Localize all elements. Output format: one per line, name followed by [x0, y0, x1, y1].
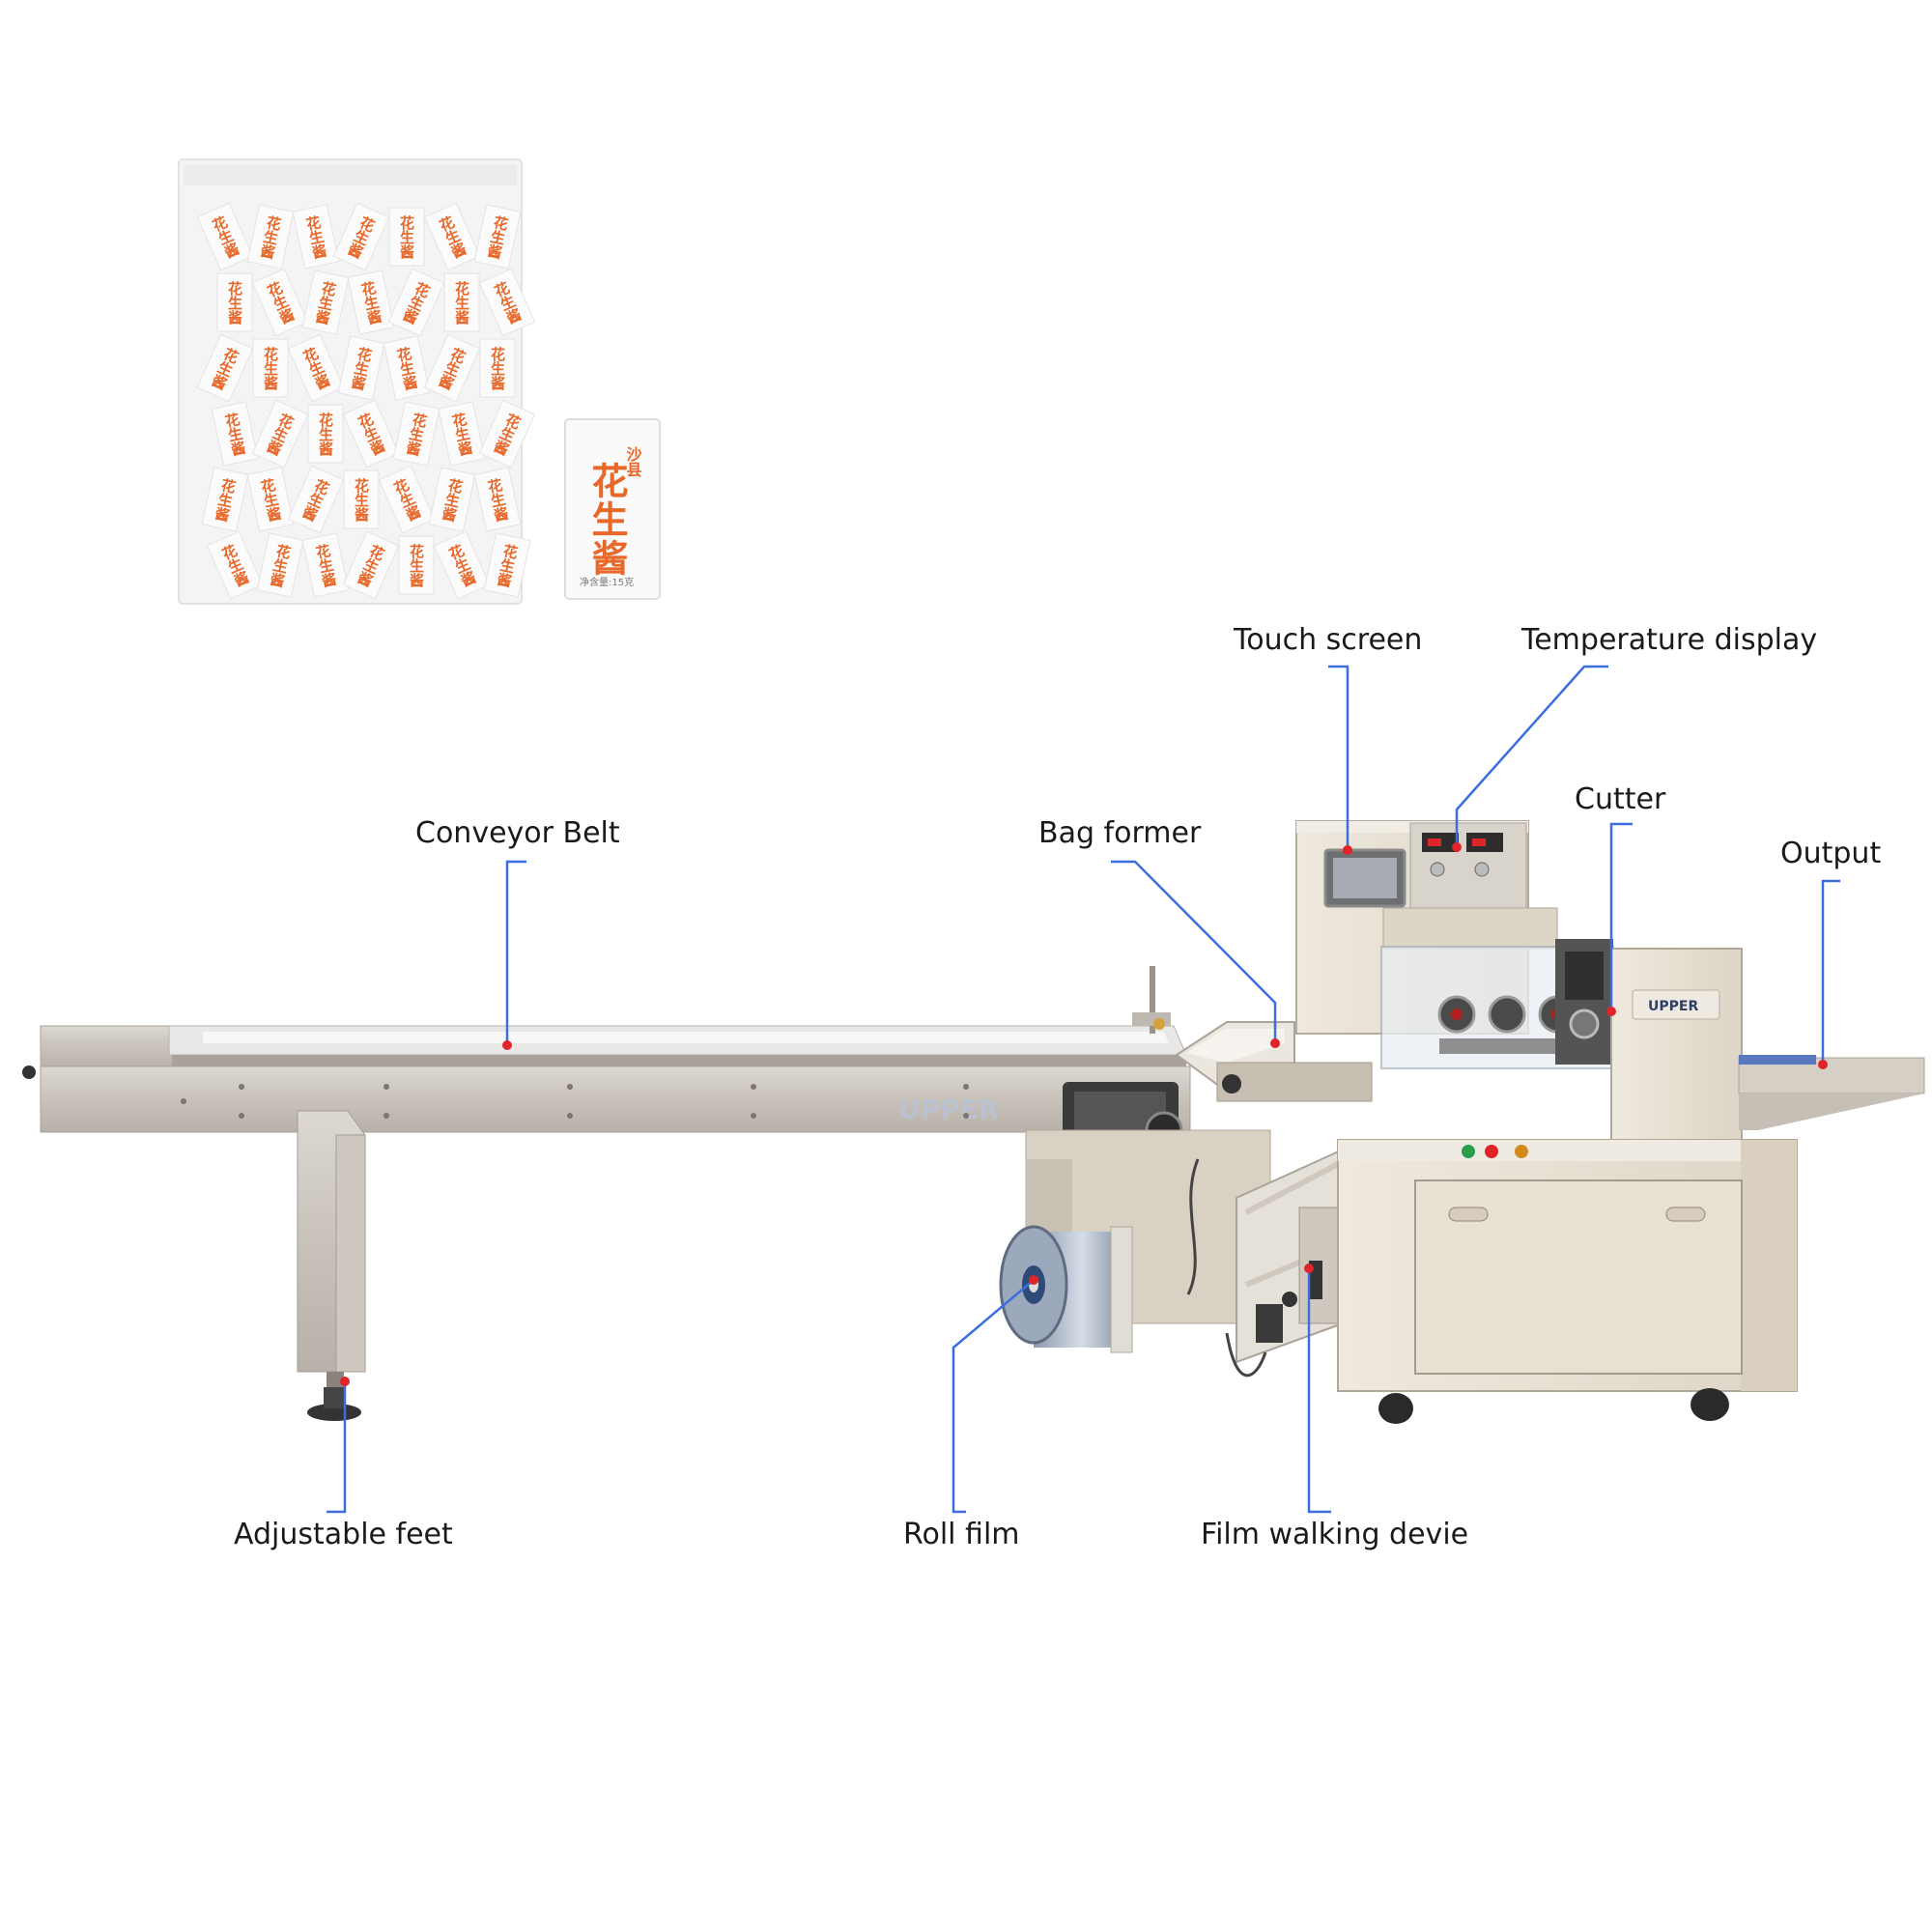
- callout-label-adjustable-feet: Adjustable feet: [234, 1518, 453, 1551]
- bag-packet: 花生酱: [201, 467, 249, 532]
- stop-button[interactable]: [1485, 1145, 1498, 1158]
- callout-label-output: Output: [1780, 837, 1881, 870]
- bag-packet-label: 花生酱: [353, 477, 370, 523]
- bag-packet: 花生酱: [307, 404, 344, 464]
- packet-top-label: 沙县: [624, 446, 642, 478]
- callout-temperature-display: Temperature display: [1452, 623, 1817, 852]
- callout-cutter: Cutter: [1575, 782, 1666, 1016]
- callout-label-roll-film: Roll film: [903, 1518, 1020, 1551]
- door-handle-right[interactable]: [1665, 1207, 1706, 1222]
- conveyor-belt: UPPER: [22, 966, 1191, 1421]
- caster-wheel-right: [1690, 1388, 1729, 1421]
- bag-packet: 花生酱: [478, 268, 536, 337]
- callout-label-temperature-display: Temperature display: [1520, 623, 1817, 657]
- packet-bottom-label: 净含量:15克: [580, 576, 634, 588]
- single-packet: 沙县 花生酱 净含量:15克: [564, 418, 661, 600]
- bag-packet: 花生酱: [196, 202, 254, 271]
- cutter-housing: [1555, 939, 1613, 1065]
- bag-packet-label: 花生酱: [317, 412, 334, 457]
- bag-packet: 花生酱: [216, 272, 253, 332]
- bag-packet: 花生酱: [246, 204, 295, 270]
- bag-packet: 花生酱: [196, 333, 254, 403]
- bag-packet: 花生酱: [438, 401, 486, 467]
- bag-packet: 花生酱: [332, 202, 390, 271]
- caster-wheel-left: [1378, 1393, 1413, 1424]
- callout-label-touch-screen: Touch screen: [1233, 623, 1422, 657]
- callout-adjustable-feet: Adjustable feet: [234, 1377, 453, 1551]
- main-cabinet: UPPER: [1175, 820, 1925, 1424]
- packet-main-label: 花生酱: [585, 462, 628, 578]
- output-conveyor: [1738, 1055, 1925, 1130]
- bag-former: [1175, 1021, 1373, 1102]
- callout-label-conveyor-belt: Conveyor Belt: [415, 816, 620, 850]
- callout-label-cutter: Cutter: [1575, 782, 1666, 816]
- bag-packet: 花生酱: [433, 530, 491, 600]
- callout-bag-former: Bag former: [1038, 816, 1280, 1048]
- callout-output: Output: [1780, 837, 1881, 1069]
- bag-packet: 花生酱: [423, 202, 481, 271]
- bag-packet: 花生酱: [443, 272, 480, 332]
- bag-packet: 花生酱: [428, 467, 476, 532]
- sealing-rollers: [1437, 995, 1577, 1054]
- bag-packet: 花生酱: [251, 268, 309, 337]
- bag-packet: 花生酱: [479, 338, 516, 398]
- bag-packet-label: 花生酱: [398, 214, 415, 260]
- bag-packet-grid: 花生酱花生酱花生酱花生酱花生酱花生酱花生酱花生酱花生酱花生酱花生酱花生酱花生酱花…: [196, 202, 536, 600]
- frame-watermark-logo: UPPER: [898, 1094, 999, 1125]
- callout-roll-film: Roll film: [903, 1275, 1038, 1551]
- bag-packet-label: 花生酱: [453, 280, 470, 326]
- bag-packet: 花生酱: [287, 465, 345, 534]
- conveyor-end-knob: [22, 1065, 36, 1079]
- bag-packet: 花生酱: [301, 270, 350, 335]
- bag-packet: 花生酱: [383, 335, 431, 401]
- bag-packet-label: 花生酱: [226, 280, 243, 326]
- bag-packet: 花生酱: [473, 467, 522, 532]
- bag-packet: 花生酱: [301, 532, 350, 598]
- start-button[interactable]: [1462, 1145, 1475, 1158]
- bag-packet-label: 花生酱: [489, 346, 506, 391]
- callout-label-bag-former: Bag former: [1038, 816, 1202, 850]
- bag-packet: 花生酱: [206, 530, 264, 600]
- bag-packet: 花生酱: [343, 469, 380, 529]
- bag-packet: 花生酱: [251, 399, 309, 469]
- bag-packet: 花生酱: [246, 467, 295, 532]
- film-section: [999, 1129, 1344, 1378]
- bag-packet: 花生酱: [392, 401, 440, 467]
- bag-packet: 花生酱: [388, 207, 425, 267]
- bag-packet: 花生酱: [211, 401, 259, 467]
- bag-packet: 花生酱: [378, 465, 436, 534]
- product-bag: 花生酱花生酱花生酱花生酱花生酱花生酱花生酱花生酱花生酱花生酱花生酱花生酱花生酱花…: [178, 158, 536, 605]
- callout-conveyor-belt: Conveyor Belt: [415, 816, 620, 1050]
- callout-label-film-walking-device: Film walking devie: [1201, 1518, 1468, 1551]
- bag-packet-label: 花生酱: [262, 346, 279, 391]
- bag-packet: 花生酱: [387, 268, 445, 337]
- bag-packet: 花生酱: [342, 530, 400, 600]
- emergency-button[interactable]: [1515, 1145, 1528, 1158]
- touch-screen: [1323, 848, 1406, 908]
- bag-packet: 花生酱: [347, 270, 395, 335]
- bag-packet: 花生酱: [256, 532, 304, 598]
- bag-packet: 花生酱: [478, 399, 536, 469]
- callout-film-walking-device: Film walking devie: [1201, 1264, 1468, 1551]
- door-handle-left[interactable]: [1448, 1207, 1489, 1222]
- callouts: Touch screen Temperature display Cutter …: [234, 623, 1881, 1551]
- bag-packet: 花生酱: [287, 333, 345, 403]
- bag-packet: 花生酱: [342, 399, 400, 469]
- bag-packet: 花生酱: [292, 204, 340, 270]
- bag-packet: 花生酱: [337, 335, 385, 401]
- bag-packet: 花生酱: [473, 204, 522, 270]
- bag-packet: 花生酱: [483, 532, 531, 598]
- bag-packet: 花生酱: [398, 535, 435, 595]
- bag-packet: 花生酱: [423, 333, 481, 403]
- bag-packet: 花生酱: [252, 338, 289, 398]
- machine-brand-logo: UPPER: [1648, 999, 1698, 1014]
- bag-packet-label: 花生酱: [408, 543, 425, 588]
- callout-touch-screen: Touch screen: [1233, 623, 1422, 855]
